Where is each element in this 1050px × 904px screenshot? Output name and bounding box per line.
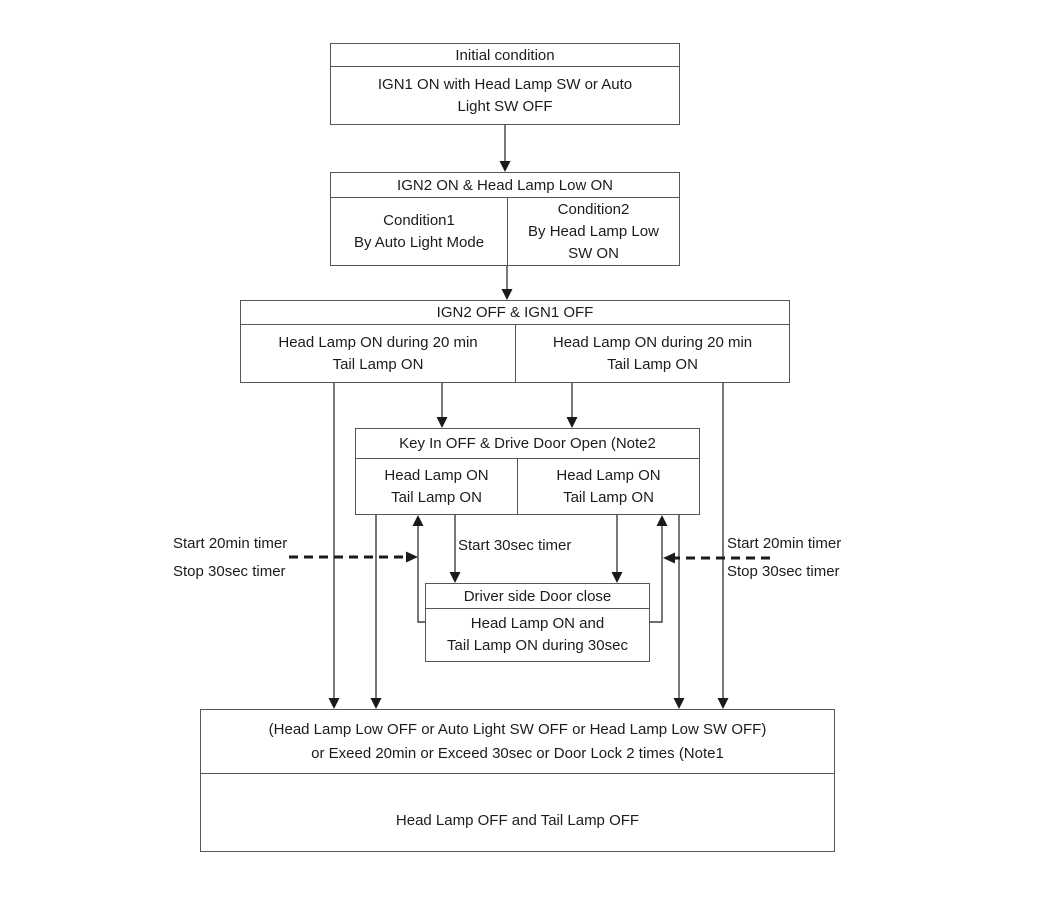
node-ign-off-left-cell: Head Lamp ON during 20 min Tail Lamp ON — [278, 333, 478, 373]
arrow-initial-to-ign2on — [499, 125, 511, 172]
node-ign2-on-condition1: Condition1 By Auto Light Mode — [353, 211, 485, 251]
arrow-ignoff-to-keyin-left — [436, 383, 448, 428]
arrow-keyin-to-doorclose-right — [611, 515, 623, 583]
node-initial-condition-body: IGN1 ON with Head Lamp SW or Auto Light … — [377, 75, 633, 115]
node-ign2-on: IGN2 ON & Head Lamp Low ON Condition1 By… — [330, 172, 680, 266]
annotation-right-timer: Start 20min timer Stop 30sec timer — [727, 535, 842, 580]
arrow-ignoff-to-final-left — [328, 383, 340, 709]
node-key-in-off-left-cell: Head Lamp ON Tail Lamp ON — [384, 466, 489, 506]
arrow-doorclose-to-keyin-left — [412, 515, 425, 623]
arrow-ignoff-to-final-right — [717, 383, 729, 709]
node-key-in-off-header: Key In OFF & Drive Door Open (Note2 — [356, 429, 699, 459]
node-final-header: (Head Lamp Low OFF or Auto Light SW OFF … — [201, 710, 834, 774]
node-final: (Head Lamp Low OFF or Auto Light SW OFF … — [200, 709, 835, 852]
node-door-close-body: Head Lamp ON and Tail Lamp ON during 30s… — [447, 615, 628, 654]
node-key-in-off: Key In OFF & Drive Door Open (Note2 Head… — [355, 428, 700, 515]
annotation-mid-timer: Start 30sec timer — [458, 537, 572, 554]
dashed-arrow-left-timer — [289, 551, 418, 563]
arrow-doorclose-to-keyin-right — [650, 515, 668, 623]
node-ign2-on-header: IGN2 ON & Head Lamp Low ON — [331, 173, 679, 198]
node-ign-off-right-cell: Head Lamp ON during 20 min Tail Lamp ON — [515, 325, 789, 382]
node-ign2-on-condition2: Condition2 By Head Lamp Low SW ON — [507, 198, 679, 265]
dashed-arrow-right-timer — [663, 552, 770, 564]
arrow-keyin-to-final-right — [673, 515, 685, 709]
node-ign-off-header: IGN2 OFF & IGN1 OFF — [241, 301, 789, 325]
arrow-keyin-to-doorclose-left — [449, 515, 461, 583]
node-initial-condition: Initial condition IGN1 ON with Head Lamp… — [330, 43, 680, 125]
node-key-in-off-right-cell: Head Lamp ON Tail Lamp ON — [517, 459, 699, 514]
arrow-keyin-to-final-left — [370, 515, 382, 709]
node-initial-condition-header: Initial condition — [331, 44, 679, 67]
node-door-close: Driver side Door close Head Lamp ON and … — [425, 583, 650, 662]
node-final-body: Head Lamp OFF and Tail Lamp OFF — [395, 812, 640, 829]
node-ign-off: IGN2 OFF & IGN1 OFF Head Lamp ON during … — [240, 300, 790, 383]
arrow-ign2on-to-ignoff — [501, 266, 513, 300]
node-door-close-header: Driver side Door close — [426, 584, 649, 609]
annotation-left-timer: Start 20min timer Stop 30sec timer — [173, 535, 288, 580]
arrow-ignoff-to-keyin-right — [566, 383, 578, 428]
